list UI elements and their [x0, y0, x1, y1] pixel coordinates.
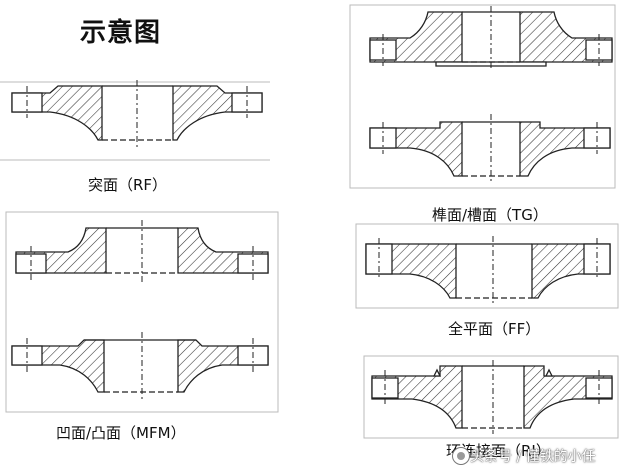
panel-frames	[0, 4, 619, 439]
flange-rj-centerlines	[384, 360, 600, 434]
caption-ff: 全平面（FF）	[448, 320, 541, 338]
flange-tg-tongue-drawing	[369, 11, 613, 67]
flange-ff-drawing	[365, 243, 611, 299]
caption-rj: 环连接面（RJ）	[446, 442, 551, 460]
flange-rj-drawing	[371, 365, 613, 429]
flange-ff-centerlines	[378, 236, 598, 304]
flange-mfm-male-drawing	[11, 339, 269, 393]
page-title: 示意图	[80, 18, 162, 48]
flange-rf-centerlines	[26, 80, 248, 148]
caption-mfm: 凹面/凸面（MFM）	[56, 424, 186, 442]
caption-tg: 榫面/槽面（TG）	[432, 206, 548, 224]
flange-tg-centerlines	[382, 6, 600, 184]
flange-mfm-female-drawing	[15, 227, 269, 274]
caption-rf: 突面（RF）	[88, 176, 168, 194]
flange-rf-drawing	[11, 85, 263, 141]
flange-mfm-centerlines	[26, 220, 254, 400]
flange-tg-groove-drawing	[369, 121, 611, 177]
watermark-logo-icon	[452, 447, 470, 465]
watermark-text: 头条号 / 懂铁的小任	[470, 449, 596, 465]
